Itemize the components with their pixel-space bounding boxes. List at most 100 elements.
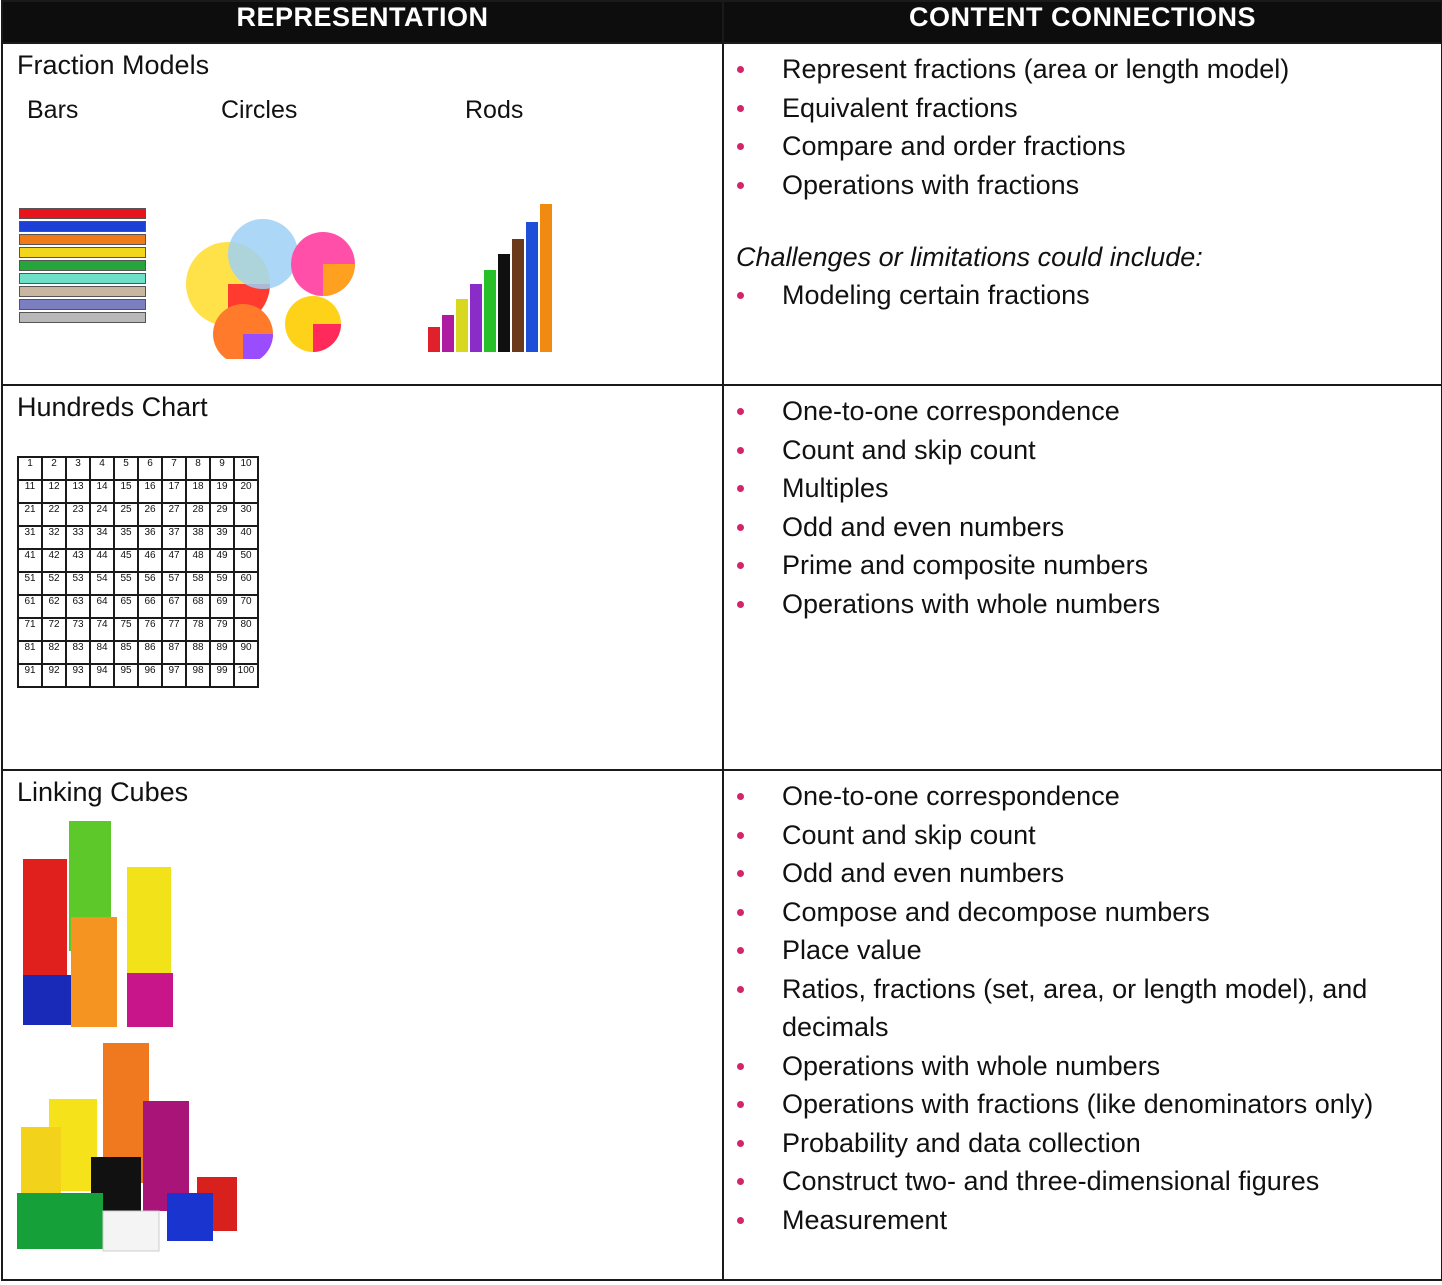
- list-item: Multiples: [724, 469, 1441, 508]
- hundreds-cell: 53: [65, 571, 91, 596]
- fraction-rods-image: [428, 204, 552, 352]
- hundreds-cell: 31: [17, 525, 43, 550]
- hundreds-cell: 49: [209, 548, 235, 573]
- list-item: Operations with whole numbers: [724, 585, 1441, 624]
- hundreds-cell: 12: [41, 479, 67, 504]
- hundreds-cell: 70: [233, 594, 259, 619]
- list-item: One-to-one correspondence: [724, 392, 1441, 431]
- hundreds-cell: 41: [17, 548, 43, 573]
- hundreds-cell: 56: [137, 571, 163, 596]
- rods-label: Rods: [465, 96, 524, 124]
- list-item: Construct two- and three-dimensional fig…: [724, 1162, 1441, 1201]
- hundreds-cell: 6: [137, 456, 163, 481]
- hundreds-cell: 66: [137, 594, 163, 619]
- hundreds-cell: 89: [209, 640, 235, 665]
- hundreds-cell: 78: [185, 617, 211, 642]
- hundreds-chart-connections: One-to-one correspondence Count and skip…: [722, 384, 1442, 771]
- hundreds-cell: 15: [113, 479, 139, 504]
- hundreds-cell: 98: [185, 663, 211, 688]
- list-item: Represent fractions (area or length mode…: [724, 50, 1441, 89]
- hundreds-cell: 27: [161, 502, 187, 527]
- hundreds-cell: 64: [89, 594, 115, 619]
- hundreds-cell: 65: [113, 594, 139, 619]
- hundreds-cell: 5: [113, 456, 139, 481]
- linking-cubes-image-1: [23, 821, 173, 1027]
- bars-label: Bars: [27, 96, 79, 124]
- hundreds-cell: 30: [233, 502, 259, 527]
- hundreds-cell: 71: [17, 617, 43, 642]
- hundreds-cell: 23: [65, 502, 91, 527]
- hundreds-cell: 75: [113, 617, 139, 642]
- hundreds-cell: 22: [41, 502, 67, 527]
- hundreds-cell: 73: [65, 617, 91, 642]
- hundreds-cell: 44: [89, 548, 115, 573]
- hundreds-cell: 54: [89, 571, 115, 596]
- hundreds-cell: 24: [89, 502, 115, 527]
- hundreds-cell: 25: [113, 502, 139, 527]
- hundreds-cell: 32: [41, 525, 67, 550]
- hundreds-cell: 50: [233, 548, 259, 573]
- hundreds-cell: 81: [17, 640, 43, 665]
- hundreds-cell: 16: [137, 479, 163, 504]
- hundreds-cell: 14: [89, 479, 115, 504]
- list-item: Odd and even numbers: [724, 854, 1441, 893]
- hundreds-cell: 26: [137, 502, 163, 527]
- hundreds-cell: 92: [41, 663, 67, 688]
- hundreds-cell: 4: [89, 456, 115, 481]
- list-item: Count and skip count: [724, 816, 1441, 855]
- hundreds-cell: 93: [65, 663, 91, 688]
- list-item: Equivalent fractions: [724, 89, 1441, 128]
- challenge-list: Modeling certain fractions: [724, 276, 1441, 315]
- hundreds-cell: 51: [17, 571, 43, 596]
- hundreds-cell: 28: [185, 502, 211, 527]
- list-item: Prime and composite numbers: [724, 546, 1441, 585]
- fraction-circles-image: [186, 219, 355, 359]
- list-item: Operations with fractions: [724, 166, 1441, 205]
- challenge-label: Challenges or limitations could include:: [736, 242, 1203, 272]
- hundreds-cell: 7: [161, 456, 187, 481]
- hundreds-cell: 35: [113, 525, 139, 550]
- header-row: REPRESENTATION CONTENT CONNECTIONS: [1, 0, 1442, 44]
- hundreds-cell: 72: [41, 617, 67, 642]
- linking-cubes-connections: One-to-one correspondence Count and skip…: [722, 769, 1442, 1281]
- hundreds-cell: 29: [209, 502, 235, 527]
- hundreds-cell: 11: [17, 479, 43, 504]
- hundreds-cell: 48: [185, 548, 211, 573]
- hundreds-cell: 79: [209, 617, 235, 642]
- hundreds-cell: 33: [65, 525, 91, 550]
- hundreds-cell: 74: [89, 617, 115, 642]
- hundreds-cell: 13: [65, 479, 91, 504]
- linking-cubes-list: One-to-one correspondence Count and skip…: [724, 777, 1441, 1239]
- fraction-models-title: Fraction Models: [17, 50, 210, 80]
- list-item: Compare and order fractions: [724, 127, 1441, 166]
- hundreds-cell: 10: [233, 456, 259, 481]
- hundreds-cell: 34: [89, 525, 115, 550]
- hundreds-cell: 68: [185, 594, 211, 619]
- hundreds-cell: 1: [17, 456, 43, 481]
- list-item: Count and skip count: [724, 431, 1441, 470]
- fraction-models-list: Represent fractions (area or length mode…: [724, 50, 1441, 204]
- list-item: Modeling certain fractions: [724, 276, 1441, 315]
- list-item: Probability and data collection: [724, 1124, 1441, 1163]
- row-linking-cubes: Linking Cubes: [1, 769, 1442, 1281]
- hundreds-cell: 69: [209, 594, 235, 619]
- hundreds-cell: 76: [137, 617, 163, 642]
- hundreds-cell: 9: [209, 456, 235, 481]
- hundreds-cell: 67: [161, 594, 187, 619]
- list-item: Operations with whole numbers: [724, 1047, 1441, 1086]
- header-representation: REPRESENTATION: [1, 0, 724, 44]
- row-fraction-models: Fraction Models Bars Circles Rods: [1, 42, 1442, 386]
- linking-cubes-title: Linking Cubes: [17, 777, 189, 807]
- hundreds-chart-title: Hundreds Chart: [17, 392, 208, 422]
- hundreds-cell: 40: [233, 525, 259, 550]
- header-content-connections: CONTENT CONNECTIONS: [722, 0, 1442, 44]
- hundreds-cell: 36: [137, 525, 163, 550]
- hundreds-cell: 96: [137, 663, 163, 688]
- hundreds-cell: 43: [65, 548, 91, 573]
- hundreds-chart-list: One-to-one correspondence Count and skip…: [724, 392, 1441, 623]
- hundreds-cell: 82: [41, 640, 67, 665]
- hundreds-cell: 59: [209, 571, 235, 596]
